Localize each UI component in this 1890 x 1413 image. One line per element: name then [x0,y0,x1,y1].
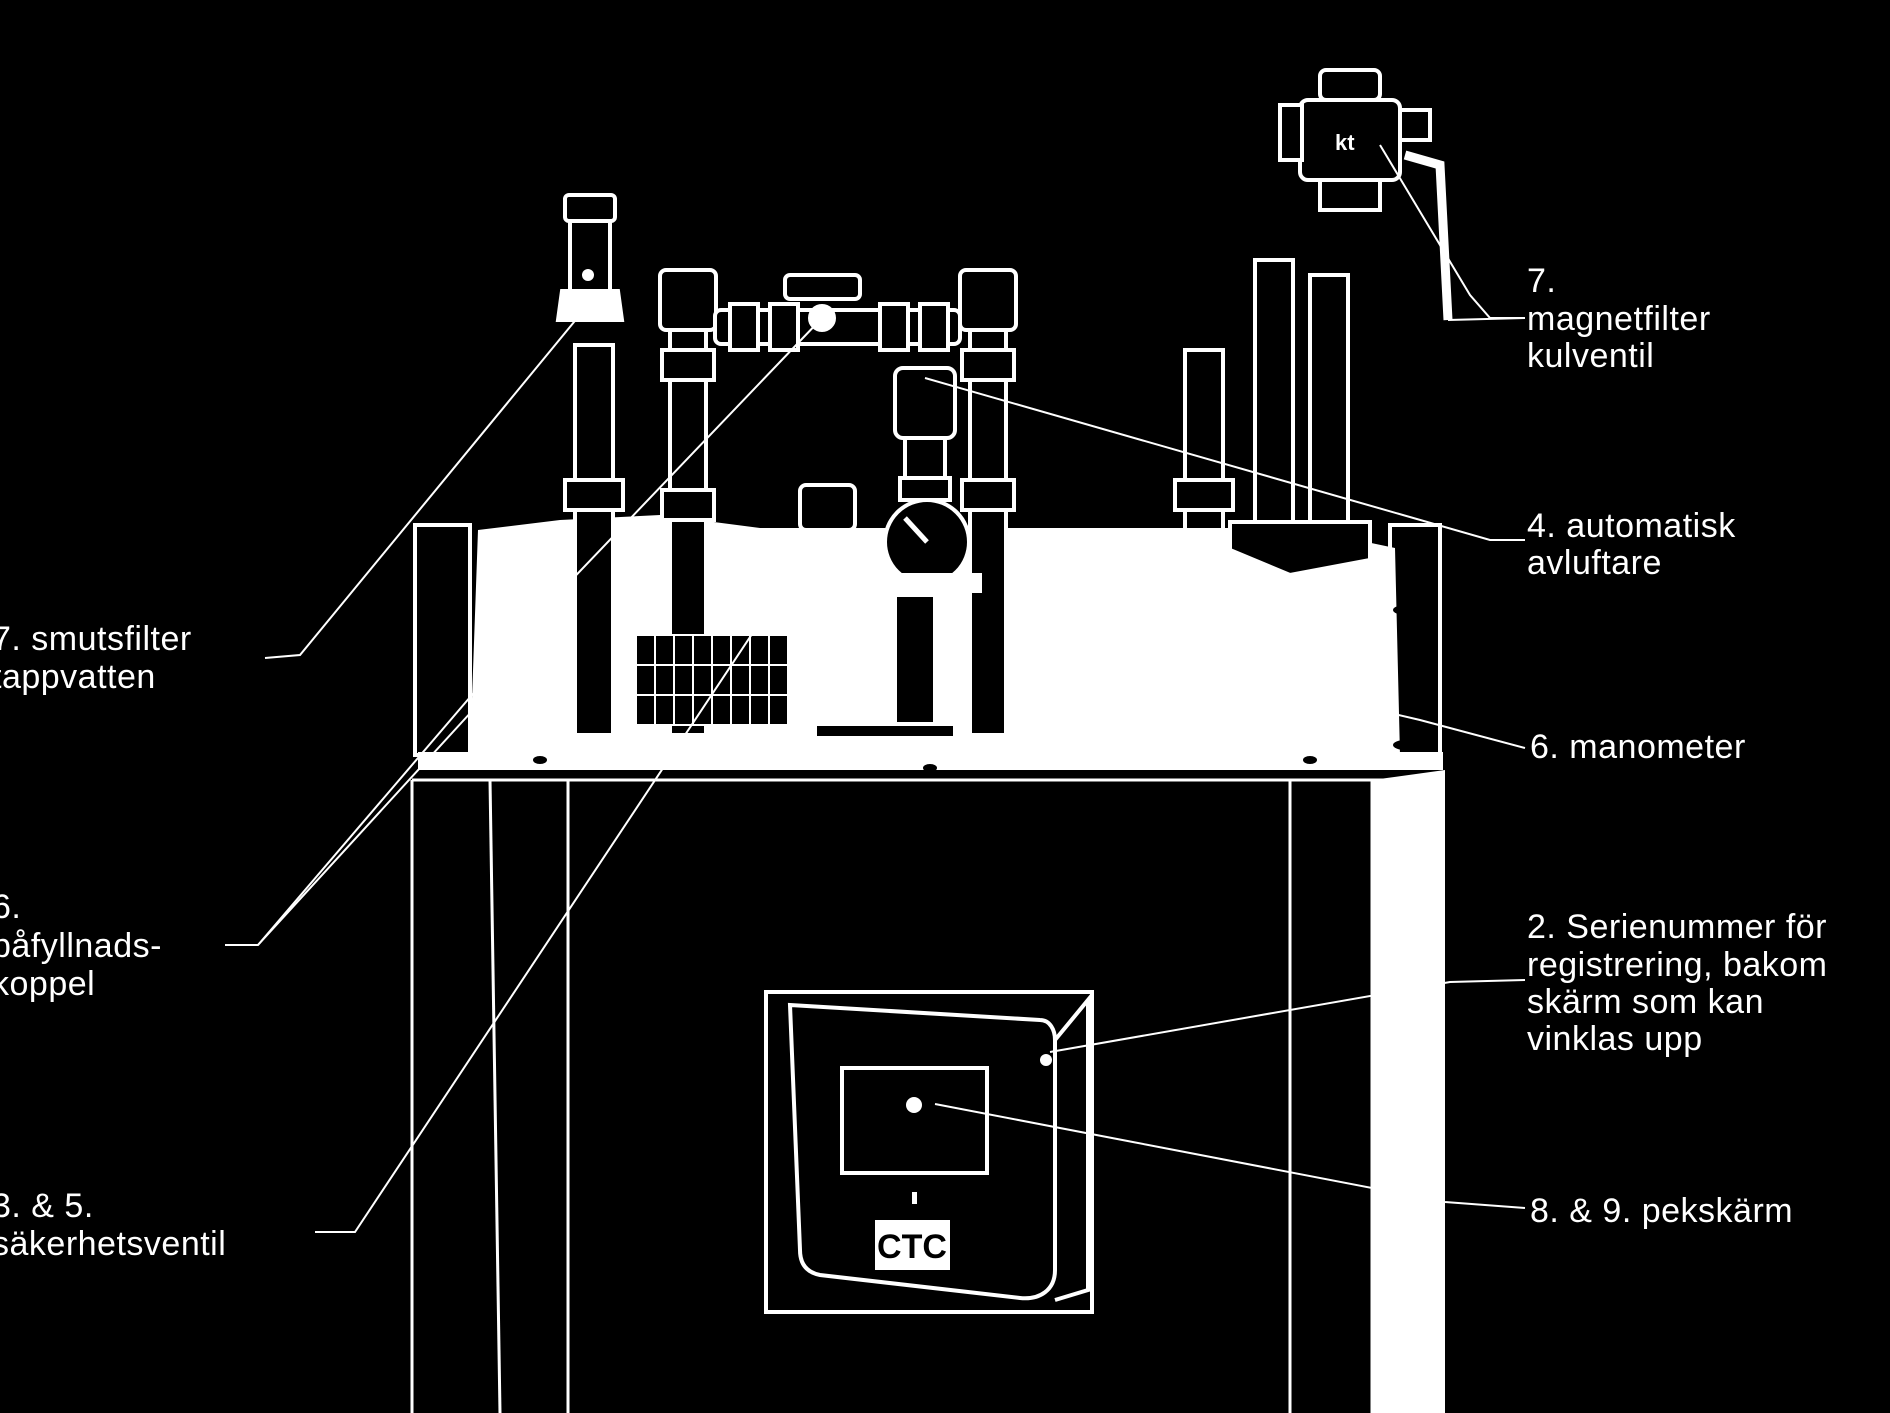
touch-screen-display [840,1066,989,1175]
label-automatisk-avluftare: 4. automatisk avluftare [1527,507,1746,582]
dirt-filter-part [555,193,625,322]
control-panel: CTC [764,990,1094,1314]
labels: 7. magnetfilter kulventil 4. automatisk … [0,262,1837,1263]
ctc-logo [875,1220,950,1270]
terminal-block [635,634,789,726]
svg-text:CTC: CTC [877,1228,947,1266]
label-sakerhetsventil: 3. & 5. säkerhetsventil [0,1187,226,1263]
svg-text:kt: kt [1335,130,1355,155]
label-pafyllnadskoppel: 6. påfyllnads- koppel [0,888,172,1003]
leader-lines [225,144,1526,1233]
label-serienummer: 2. Serienummer för registrering, bakom s… [1527,908,1837,1058]
label-pekskarm: 8. & 9. pekskärm [1530,1192,1793,1230]
air-vent-and-manometer [798,366,982,740]
magnet-filter-valve-part: kt [1278,68,1453,321]
valve-manifold [713,273,962,352]
cabinet-side-panel [1372,770,1445,1413]
cabinet-body [410,778,1445,1413]
pipes [563,258,1372,737]
label-magnetfilter: 7. magnetfilter kulventil [1527,262,1721,375]
label-smutsfilter: 7. smutsfilter tappvatten [0,620,202,696]
label-manometer: 6. manometer [1530,728,1746,766]
